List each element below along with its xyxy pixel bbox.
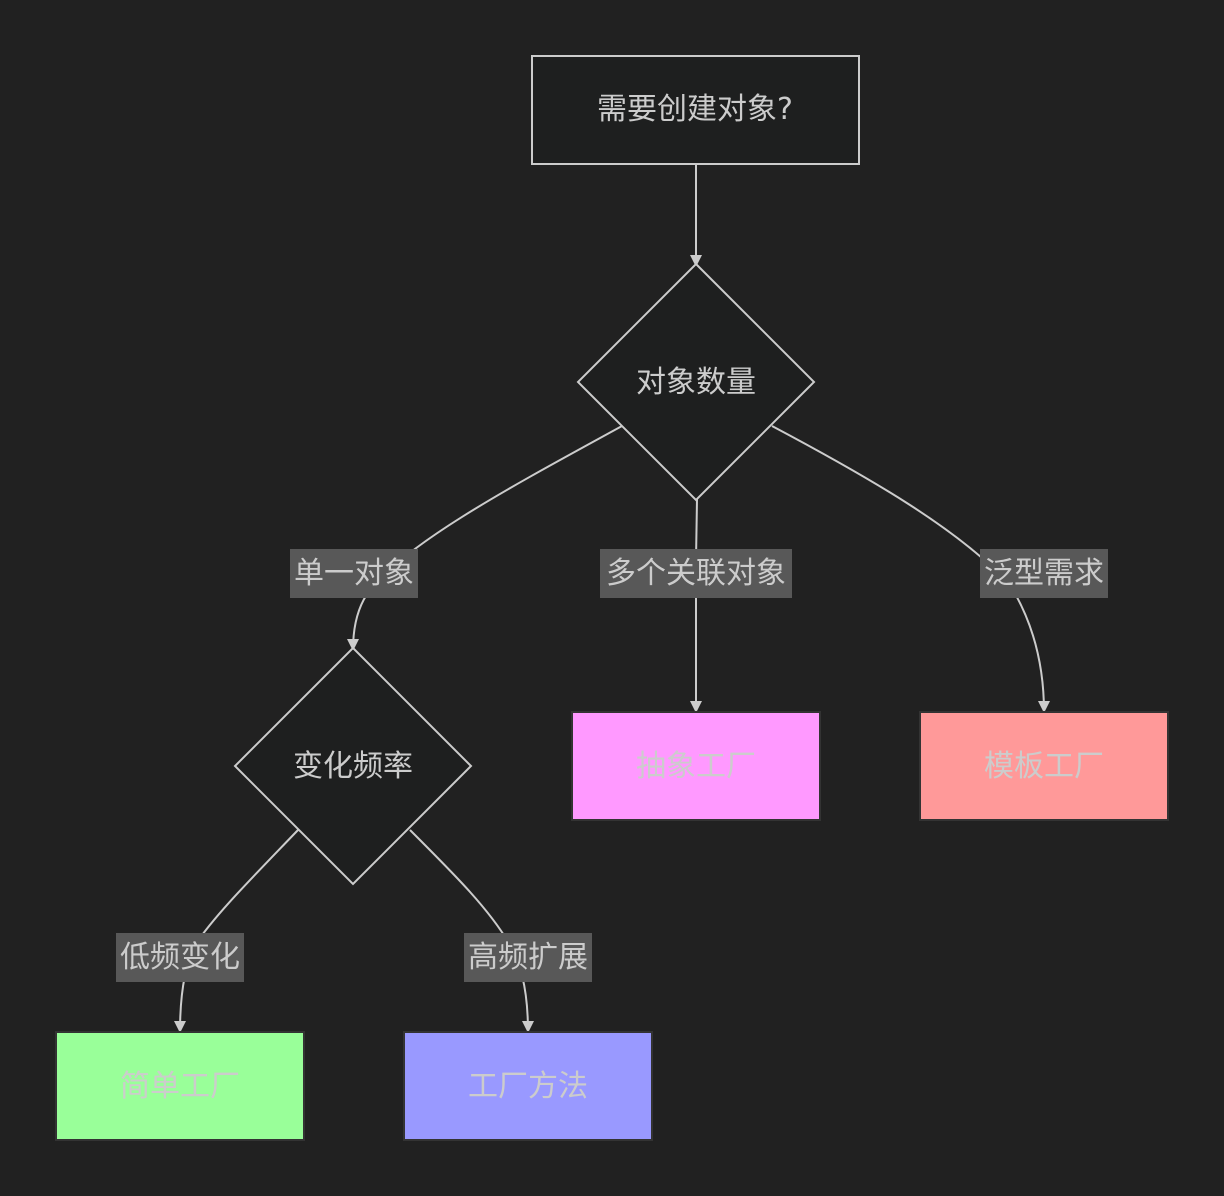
node-template-factory: 模板工厂 (919, 711, 1169, 821)
edge-label-single-object: 单一对象 (290, 549, 418, 598)
edge-count-to-freq (347, 425, 623, 651)
edge-label-high-frequency-text: 高频扩展 (468, 940, 588, 975)
node-factory-method-label: 工厂方法 (468, 1069, 588, 1104)
node-simple-factory-label: 简单工厂 (120, 1069, 240, 1104)
edge-label-multiple-objects: 多个关联对象 (600, 549, 792, 598)
edge-label-generic-need-text: 泛型需求 (984, 556, 1104, 591)
edge-count-to-abstract (690, 498, 702, 713)
node-factory-method: 工厂方法 (403, 1031, 653, 1141)
node-abstract-factory: 抽象工厂 (571, 711, 821, 821)
edge-label-single-object-text: 单一对象 (294, 556, 414, 591)
edge-label-low-frequency: 低频变化 (116, 933, 244, 982)
node-object-count-decision: 对象数量 (576, 262, 816, 502)
node-change-frequency-label: 变化频率 (293, 749, 413, 784)
edge-label-multiple-objects-text: 多个关联对象 (606, 556, 786, 591)
nodes: 需要创建对象? 对象数量 变化频率 抽象工厂 模板工厂 简单工厂 (55, 55, 1169, 1141)
node-object-count-label: 对象数量 (636, 365, 756, 400)
node-change-frequency-decision: 变化频率 (233, 646, 473, 886)
edge-freq-to-method (409, 829, 534, 1033)
node-simple-factory: 简单工厂 (55, 1031, 305, 1141)
node-start-label: 需要创建对象? (597, 92, 793, 127)
edge-label-high-frequency: 高频扩展 (464, 933, 592, 982)
edge-label-low-frequency-text: 低频变化 (120, 940, 240, 975)
node-abstract-factory-label: 抽象工厂 (636, 749, 756, 784)
edge-label-generic-need: 泛型需求 (980, 549, 1108, 598)
node-template-factory-label: 模板工厂 (984, 749, 1104, 784)
node-start: 需要创建对象? (531, 55, 860, 165)
edge-labels: 单一对象 多个关联对象 泛型需求 低频变化 高频扩展 (116, 549, 1108, 982)
edge-freq-to-simple (174, 829, 299, 1033)
